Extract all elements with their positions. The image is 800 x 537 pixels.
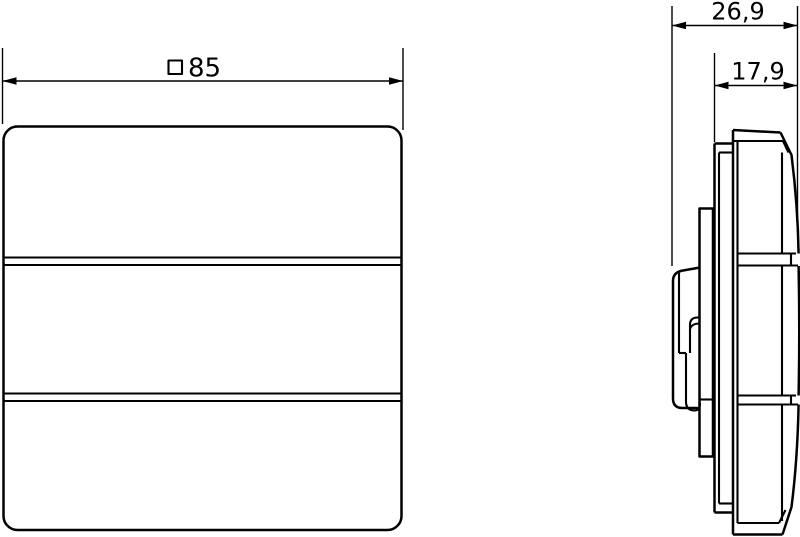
arrowhead-left-icon [714, 81, 729, 90]
module-back [731, 130, 739, 535]
arrowhead-left-icon [2, 77, 17, 85]
arrowhead-right-icon [783, 21, 798, 30]
arrowhead-right-icon [783, 81, 798, 90]
support-bar-outline [698, 207, 715, 458]
face-curve-middle [797, 265, 800, 396]
side-total-depth-value: 26,9 [711, 0, 764, 26]
face-curve-bottom [781, 404, 800, 535]
front-view: 85 [1, 48, 404, 532]
rocker-profile [732, 128, 800, 536]
support-bar [698, 207, 715, 458]
top-cap-inner-slant [782, 140, 790, 153]
front-plate-outline [2, 125, 403, 532]
face-curve-top [779, 131, 800, 254]
bottom-cap-inner-slant [778, 509, 787, 524]
claw-outline [671, 266, 701, 410]
claw-hook-foot [684, 353, 702, 412]
mounting-claw [671, 266, 702, 412]
side-front-depth-dimension: 17,9 [713, 53, 798, 142]
top-cap-outer [732, 128, 781, 134]
side-front-depth-value: 17,9 [731, 58, 784, 86]
square-symbol-icon [167, 59, 184, 76]
arrowhead-right-icon [389, 77, 403, 85]
front-width-dimension: 85 [1, 48, 404, 130]
side-view: 26,9 17,9 [671, 0, 800, 536]
arrowhead-left-icon [672, 21, 686, 30]
frame-plate [713, 142, 733, 514]
side-total-depth-dimension: 26,9 [671, 0, 799, 266]
front-width-value: 85 [188, 54, 221, 84]
claw-hook-top [688, 316, 700, 353]
